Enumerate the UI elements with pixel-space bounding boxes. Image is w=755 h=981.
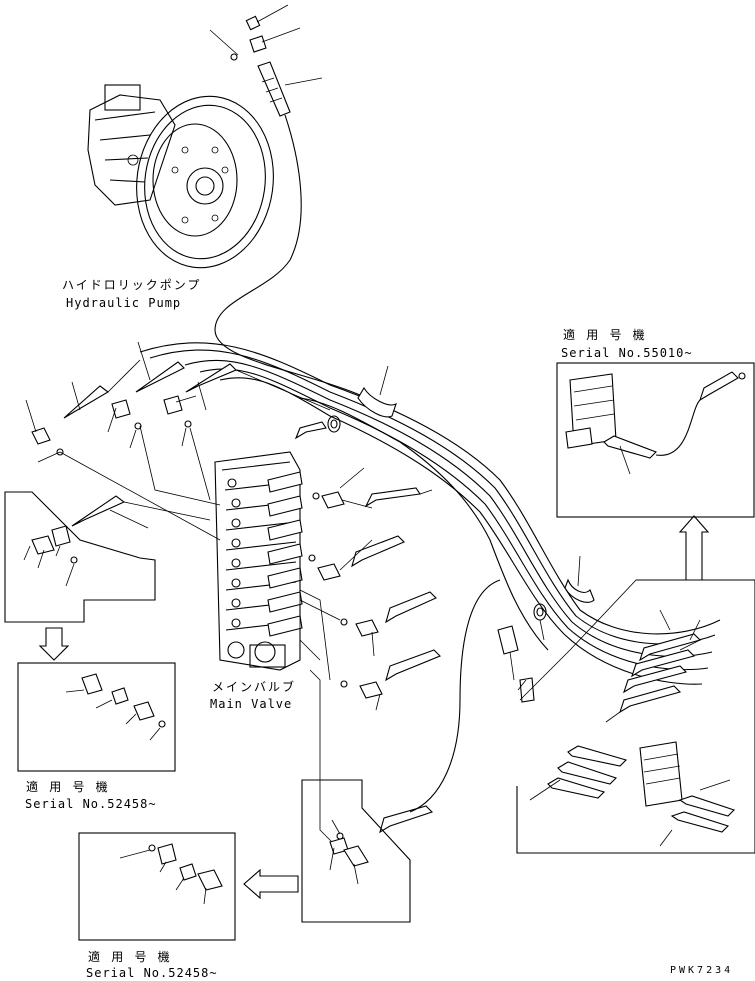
arrow-up-right — [678, 515, 710, 581]
pump-label-en: Hydraulic Pump — [66, 296, 182, 310]
hose-bundle — [139, 342, 721, 685]
main-valve — [214, 451, 303, 671]
bottom-detail-box — [78, 832, 236, 941]
valve-left-fittings — [25, 395, 221, 541]
valve-label-jp: メインバルブ — [212, 680, 297, 694]
long-return-hose — [409, 579, 501, 813]
pump-side-hoses — [63, 341, 331, 529]
serial-top-label-jp: 適 用 号 機 — [563, 328, 647, 342]
valve-right-hoses — [294, 415, 441, 851]
pump-delivery-hose — [214, 114, 361, 396]
left-detail-box — [17, 662, 176, 772]
left-detail-outline — [4, 491, 156, 623]
arrow-down-left — [38, 627, 70, 661]
serial-top-label-en: Serial No.55010~ — [561, 346, 693, 360]
right-detail-box — [516, 579, 755, 854]
hose-clamps — [357, 365, 595, 703]
drawing-code: PWK7234 — [670, 965, 734, 976]
serial-bottom-label-en: Serial No.52458~ — [86, 966, 218, 980]
serial-bottom-label-jp: 適 用 号 機 — [88, 950, 172, 964]
valve-label-en: Main Valve — [210, 697, 293, 711]
hydraulic-pump — [87, 84, 274, 269]
serial-left-label-en: Serial No.52458~ — [25, 797, 157, 811]
pump-label-jp: ハイドロリックポンプ — [62, 278, 202, 292]
top-right-detail-box — [556, 362, 755, 518]
pump-fittings — [209, 4, 323, 117]
center-detail-box — [301, 779, 411, 923]
serial-left-label-jp: 適 用 号 機 — [26, 780, 110, 794]
arrow-left-bottom — [243, 868, 299, 900]
clamp-bolts — [497, 603, 547, 681]
